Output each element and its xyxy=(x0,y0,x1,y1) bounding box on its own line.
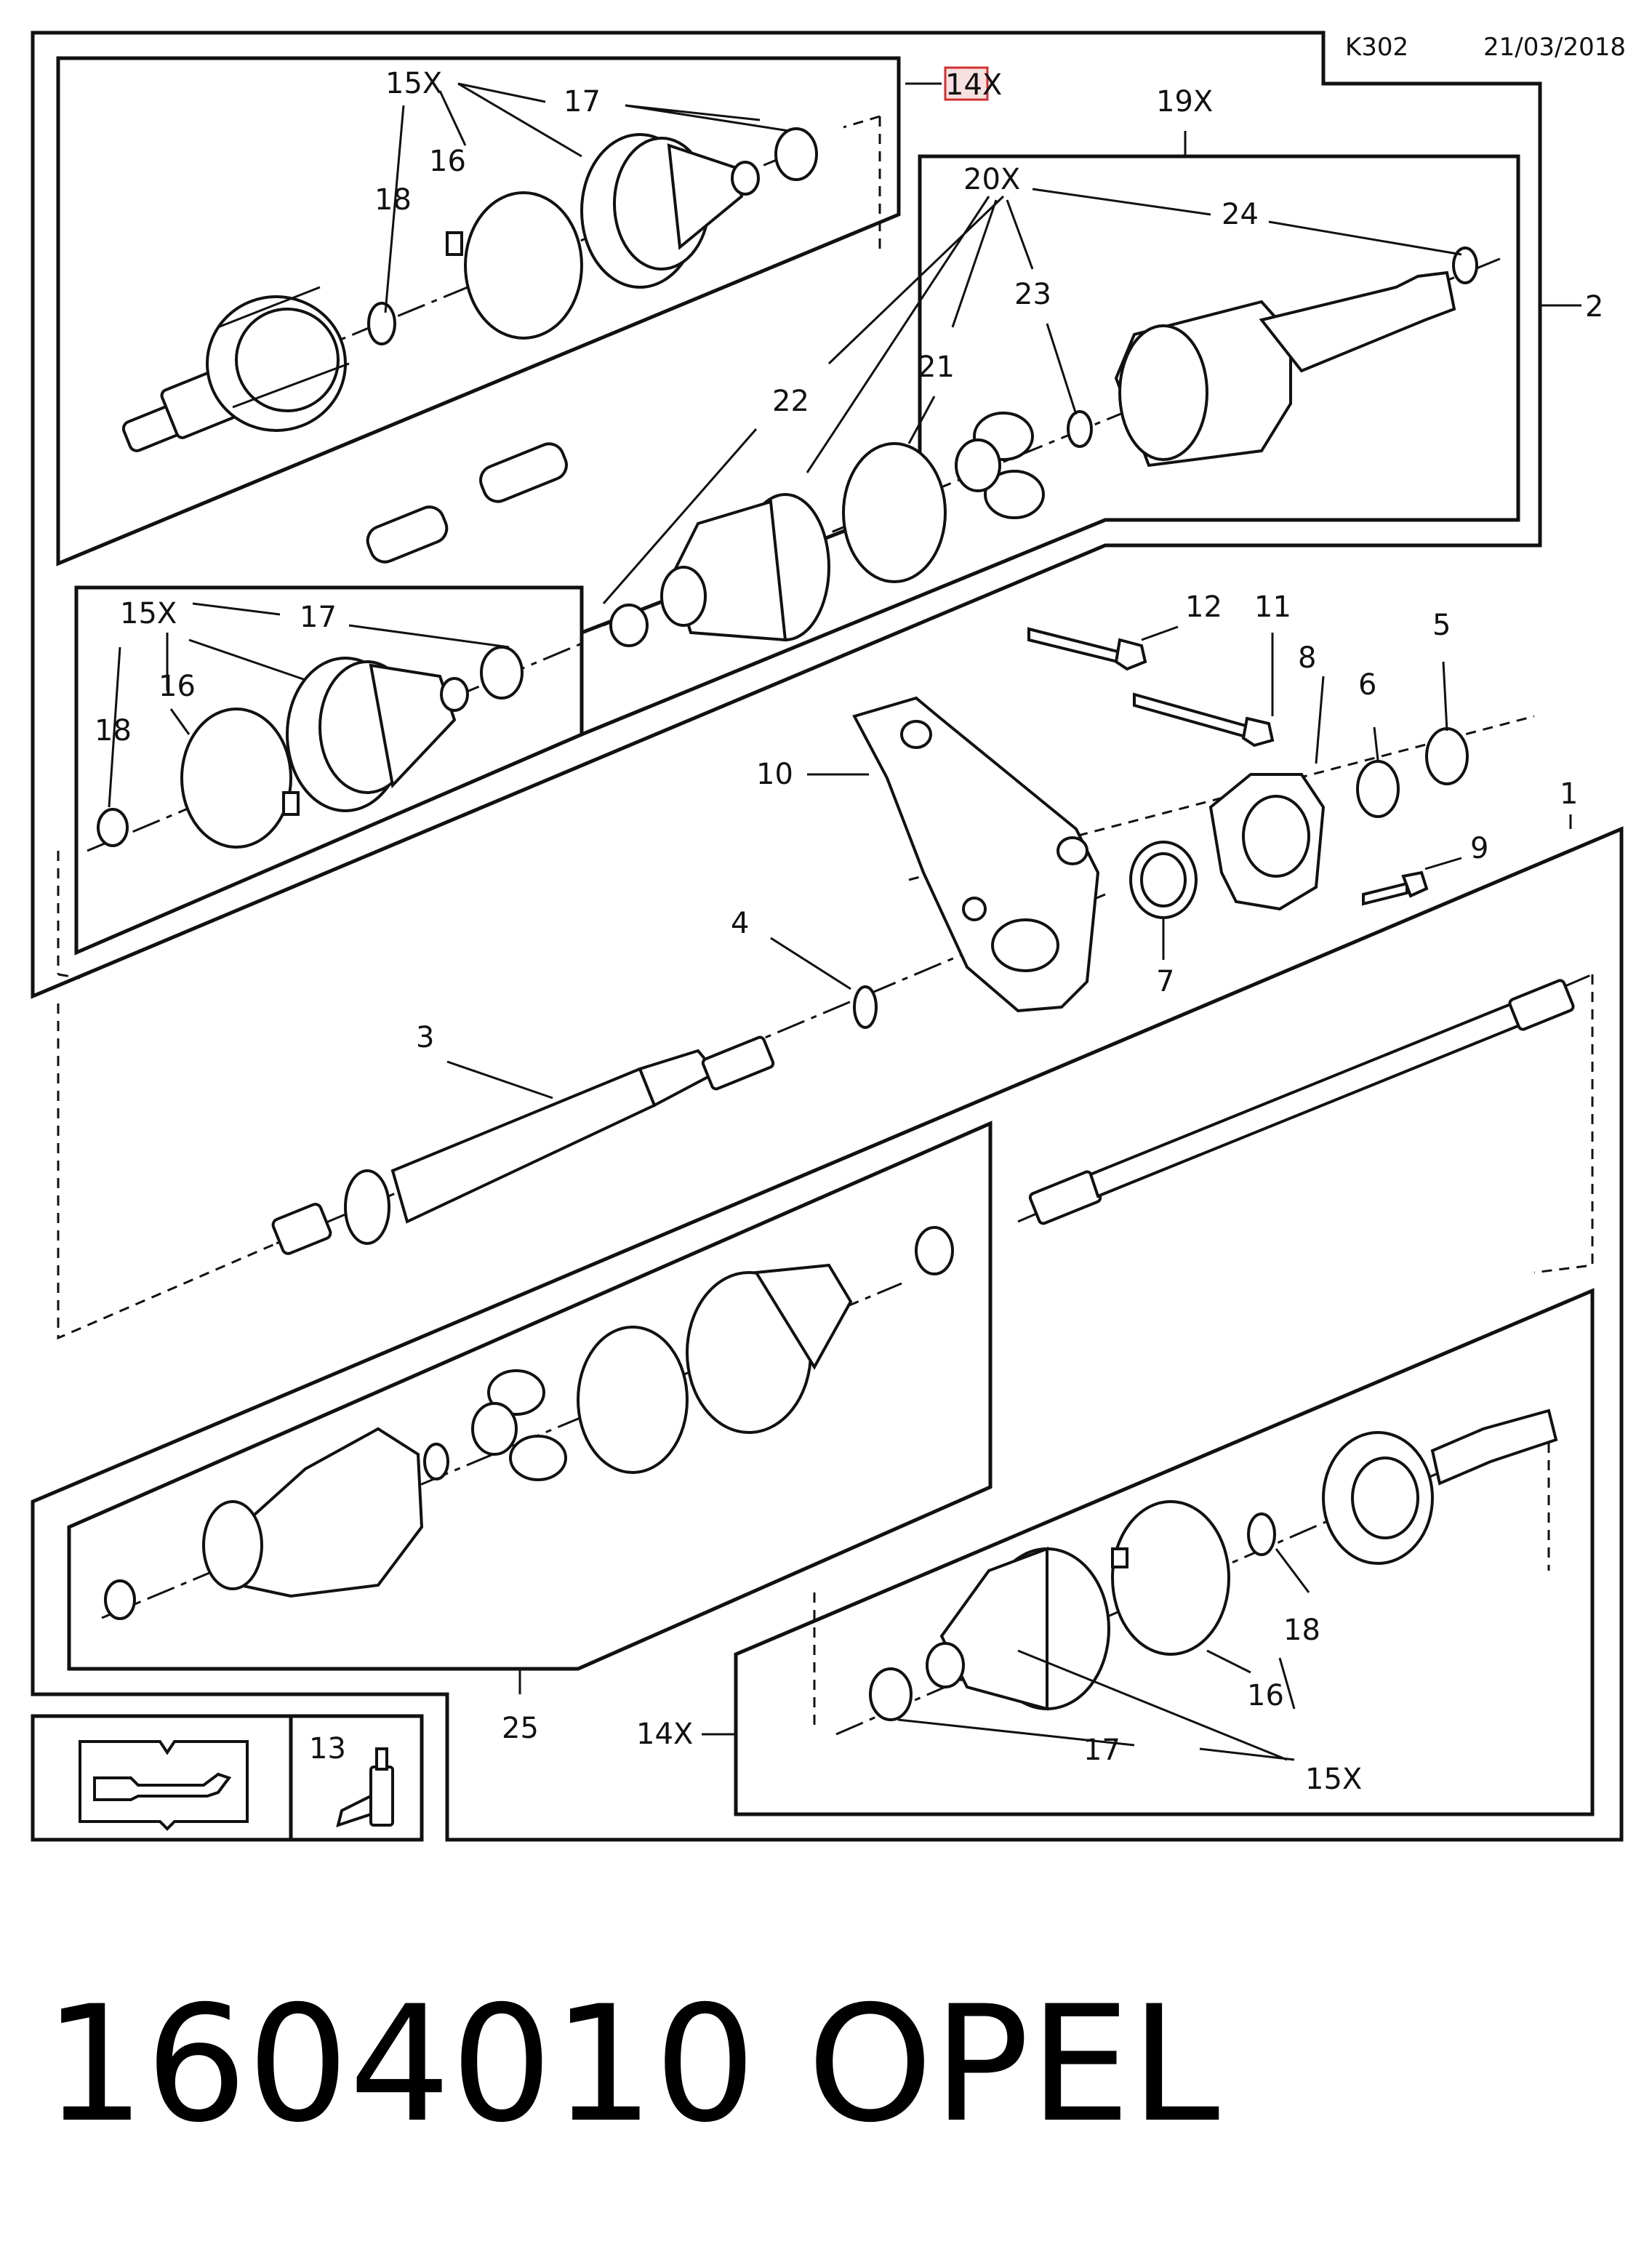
label-15x-bottom: 15X xyxy=(1305,1763,1362,1796)
outer-cv-joint-lower xyxy=(1322,1408,1558,1565)
clamp-18-middle xyxy=(97,808,129,847)
label-21: 21 xyxy=(918,350,955,384)
clamp-17-lower xyxy=(869,1667,913,1721)
label-24: 24 xyxy=(1222,198,1259,231)
clamp-16-middle xyxy=(180,708,300,849)
leader-lines xyxy=(108,82,1581,1761)
circlip-4 xyxy=(853,985,878,1029)
label-5: 5 xyxy=(1432,609,1451,642)
label-7: 7 xyxy=(1156,965,1174,998)
circlip-25-end xyxy=(104,1579,136,1620)
label-1: 1 xyxy=(1560,777,1578,811)
tripod-21 xyxy=(955,412,1045,519)
clamp-18-upper xyxy=(367,302,396,345)
box-inner-joint-19x xyxy=(580,154,1520,737)
box-inner-joint-25 xyxy=(67,1121,993,1671)
clamp-25-large xyxy=(577,1326,689,1474)
clamp-17-middle xyxy=(480,646,524,700)
label-2: 2 xyxy=(1585,290,1603,324)
legend-box xyxy=(31,1714,424,1842)
label-15x-top: 15X xyxy=(385,67,442,100)
label-17-top: 17 xyxy=(564,85,601,119)
phantom-outline-lower xyxy=(813,1425,1550,1731)
seal-5 xyxy=(1425,727,1469,785)
circlip-24 xyxy=(1452,247,1478,284)
bolt-12 xyxy=(1027,627,1147,671)
clamp-inner-small xyxy=(609,604,649,647)
phantom-outline-middle xyxy=(57,851,81,979)
clamp-16-upper xyxy=(446,191,583,340)
brand-name: OPEL xyxy=(807,1971,1219,2157)
label-19x: 19X xyxy=(1156,85,1213,119)
label-14x-bottom: 14X xyxy=(636,1718,693,1751)
label-12: 12 xyxy=(1185,590,1222,624)
label-3: 3 xyxy=(416,1021,434,1054)
label-16-middle: 16 xyxy=(159,670,196,703)
label-16-top: 16 xyxy=(429,145,466,178)
shaft-3 xyxy=(271,1035,775,1255)
clamp-18-lower xyxy=(1247,1512,1276,1556)
box-outer-joint-upper xyxy=(56,56,901,566)
box-outer-joint-lower xyxy=(734,1288,1595,1816)
label-8: 8 xyxy=(1298,641,1316,675)
bracket-10 xyxy=(852,696,1100,1013)
part-number: 1604010 xyxy=(44,1971,756,2157)
circlip-23 xyxy=(1067,410,1093,448)
manual-wrench-icon xyxy=(79,1740,249,1831)
label-16-bottom: 16 xyxy=(1247,1679,1284,1712)
clamp-20x xyxy=(842,442,947,583)
label-20x: 20X xyxy=(963,163,1020,196)
label-14x-top: 14X xyxy=(945,68,1002,102)
circlip-25 xyxy=(423,1443,449,1480)
upper-assembly-frame xyxy=(31,31,1542,999)
label-18-middle: 18 xyxy=(95,714,132,748)
label-11: 11 xyxy=(1254,590,1291,624)
clamp-17-upper xyxy=(774,127,818,181)
boot-25 xyxy=(686,1263,853,1434)
flange-8 xyxy=(1208,773,1326,911)
highlight-14x xyxy=(944,66,989,101)
boot-15x-upper xyxy=(580,133,760,289)
header-date: 21/03/2018 xyxy=(1483,33,1626,62)
header-code: K302 xyxy=(1345,33,1408,62)
phantom-outline-shaft xyxy=(57,974,1594,1340)
box-outer-joint-middle xyxy=(74,585,584,955)
label-23: 23 xyxy=(1014,278,1051,311)
label-25: 25 xyxy=(502,1712,539,1745)
label-17-bottom: 17 xyxy=(1083,1734,1120,1767)
bearing-7 xyxy=(1129,841,1198,919)
label-17-middle: 17 xyxy=(300,601,337,634)
shaft-1 xyxy=(1028,979,1575,1225)
outer-cv-joint-upper xyxy=(121,286,350,452)
lower-assembly-frame xyxy=(31,826,1624,1842)
grease-tube-icon xyxy=(336,1747,394,1828)
clamp-16-lower xyxy=(1111,1500,1230,1656)
label-10: 10 xyxy=(756,758,793,791)
label-9: 9 xyxy=(1470,832,1488,865)
bolt-9 xyxy=(1362,870,1429,906)
label-22: 22 xyxy=(772,385,809,418)
label-18-bottom: 18 xyxy=(1283,1614,1320,1647)
label-13: 13 xyxy=(309,1732,346,1766)
sleeve-parts xyxy=(366,442,568,564)
inner-housing-19x xyxy=(1114,271,1456,468)
circlip-6 xyxy=(1356,760,1400,818)
label-6: 6 xyxy=(1358,668,1376,702)
bolt-11 xyxy=(1133,692,1275,748)
boot-15x-middle xyxy=(286,657,469,812)
label-4: 4 xyxy=(731,907,749,940)
phantom-outline-upper xyxy=(843,115,881,255)
tripod-25 xyxy=(471,1369,567,1481)
label-15x-middle: 15X xyxy=(120,597,177,630)
clamp-25-small xyxy=(915,1226,954,1275)
housing-25 xyxy=(202,1427,424,1598)
boot-15x-lower xyxy=(926,1547,1110,1711)
label-18-top: 18 xyxy=(374,183,412,217)
boot-22 xyxy=(660,493,830,642)
